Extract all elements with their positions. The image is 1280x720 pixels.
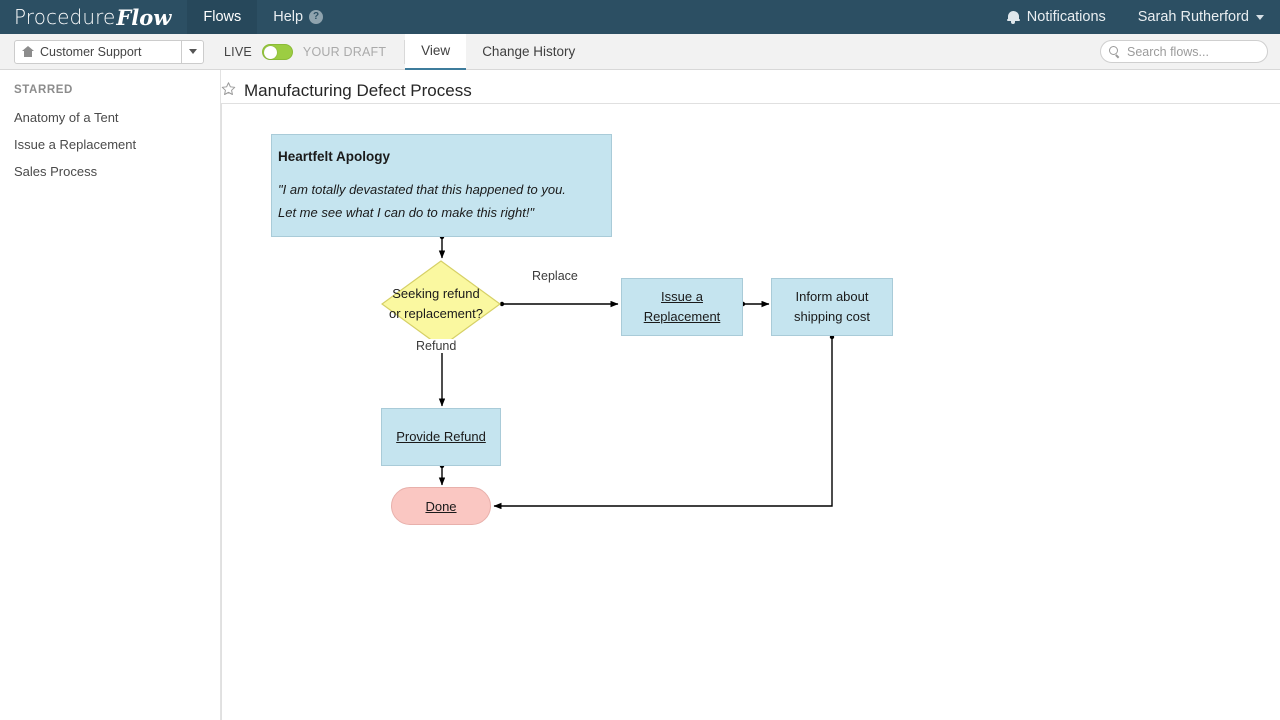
- flow-node-label-line-1: Issue a: [661, 289, 703, 304]
- flow-node-inform-about-shipping-cost[interactable]: Inform about shipping cost: [771, 278, 893, 336]
- page-title-row: Manufacturing Defect Process: [221, 70, 1280, 103]
- notifications-label: Notifications: [1026, 9, 1106, 25]
- flow-node-label-line-2: or replacement?: [389, 306, 483, 321]
- flow-node-issue-a-replacement[interactable]: Issue a Replacement: [621, 278, 743, 336]
- search-input[interactable]: [1125, 43, 1259, 60]
- sidebar-section-starred-heading: STARRED: [14, 84, 73, 96]
- tab-change-history[interactable]: Change History: [466, 34, 591, 70]
- toolbar-divider: [404, 39, 406, 64]
- sidebar-item-label: Issue a Replacement: [14, 137, 137, 152]
- main-panel: Manufacturing Defect Process: [221, 70, 1280, 720]
- flow-node-label-line-1: Seeking refund: [392, 286, 480, 301]
- search-box[interactable]: [1100, 40, 1268, 63]
- flow-node-body: "I am totally devastated that this happe…: [278, 178, 603, 224]
- page-title: Manufacturing Defect Process: [244, 81, 472, 100]
- flow-node-heartfelt-apology[interactable]: Heartfelt Apology "I am totally devastat…: [271, 134, 612, 237]
- flow-node-label-line-2: shipping cost: [794, 309, 870, 324]
- flow-node-label: Inform about shipping cost: [794, 287, 870, 327]
- nav-item-help-label: Help: [273, 9, 304, 25]
- sidebar-item-sales-process[interactable]: Sales Process: [0, 158, 220, 185]
- tab-view-label: View: [421, 43, 451, 58]
- flow-node-done[interactable]: Done: [391, 487, 491, 525]
- flow-edge-label-replace: Replace: [528, 269, 582, 283]
- draft-label: YOUR DRAFT: [302, 44, 387, 59]
- bell-icon: [1006, 10, 1020, 25]
- flow-selector-value-wrap: Customer Support: [15, 45, 181, 59]
- nav-item-flows-label: Flows: [203, 9, 242, 25]
- nav-item-help[interactable]: Help ?: [257, 0, 339, 34]
- flow-node-label: Seeking refund or replacement?: [366, 284, 506, 324]
- flow-edge-label-refund: Refund: [412, 339, 461, 353]
- flow-node-label[interactable]: Provide Refund: [396, 429, 486, 444]
- user-name-label: Sarah Rutherford: [1137, 9, 1249, 25]
- logo-text-primary: Procedure: [14, 5, 116, 29]
- flow-selector[interactable]: Customer Support: [14, 39, 204, 64]
- top-navigation-right: Notifications Sarah Rutherford: [991, 0, 1280, 34]
- toggle-knob: [263, 45, 277, 59]
- tab-view[interactable]: View: [405, 33, 467, 71]
- sidebar-item-anatomy-of-a-tent[interactable]: Anatomy of a Tent: [0, 104, 220, 131]
- toolbar-tabs: View Change History: [405, 33, 591, 71]
- flow-node-label[interactable]: Issue a Replacement: [644, 287, 721, 327]
- home-icon: [22, 46, 34, 57]
- flow-selector-value: Customer Support: [40, 44, 142, 59]
- flow-node-provide-refund[interactable]: Provide Refund: [381, 408, 501, 466]
- search-icon: [1109, 46, 1120, 57]
- toolbar: Customer Support LIVE YOUR DRAFT View Ch…: [0, 33, 1280, 71]
- flow-node-decision-seeking-refund-or-replacement[interactable]: Seeking refund or replacement?: [381, 260, 501, 348]
- chevron-down-icon: [1256, 14, 1264, 20]
- notifications-button[interactable]: Notifications: [991, 0, 1122, 34]
- live-draft-toggle-group: LIVE YOUR DRAFT: [224, 43, 387, 60]
- nav-item-flows[interactable]: Flows: [187, 0, 258, 34]
- flow-selector-dropdown-button[interactable]: [181, 40, 203, 63]
- flow-node-body-line-1: "I am totally devastated that this happe…: [278, 182, 566, 197]
- sidebar-item-label: Sales Process: [14, 164, 98, 179]
- flow-canvas-inner: Heartfelt Apology "I am totally devastat…: [222, 104, 1280, 720]
- sidebar-item-issue-a-replacement[interactable]: Issue a Replacement: [0, 131, 220, 158]
- user-menu[interactable]: Sarah Rutherford: [1122, 0, 1280, 34]
- chevron-down-icon: [188, 49, 197, 54]
- tab-change-history-label: Change History: [482, 44, 576, 59]
- flow-canvas[interactable]: Heartfelt Apology "I am totally devastat…: [221, 103, 1280, 720]
- flow-node-label-line-1: Inform about: [795, 289, 869, 304]
- flow-node-body-line-2: Let me see what I can do to make this ri…: [278, 205, 535, 220]
- live-label: LIVE: [224, 44, 252, 59]
- flow-node-label[interactable]: Done: [425, 498, 457, 514]
- live-draft-toggle[interactable]: [261, 43, 293, 60]
- logo-text-secondary: Flow: [116, 4, 172, 30]
- sidebar: STARRED Anatomy of a Tent Issue a Replac…: [0, 70, 221, 720]
- flow-node-title: Heartfelt Apology: [278, 149, 391, 164]
- sidebar-item-label: Anatomy of a Tent: [14, 110, 119, 125]
- flow-node-label-line-2: Replacement: [643, 309, 721, 324]
- help-question-icon: ?: [309, 10, 324, 24]
- star-icon[interactable]: [221, 81, 236, 101]
